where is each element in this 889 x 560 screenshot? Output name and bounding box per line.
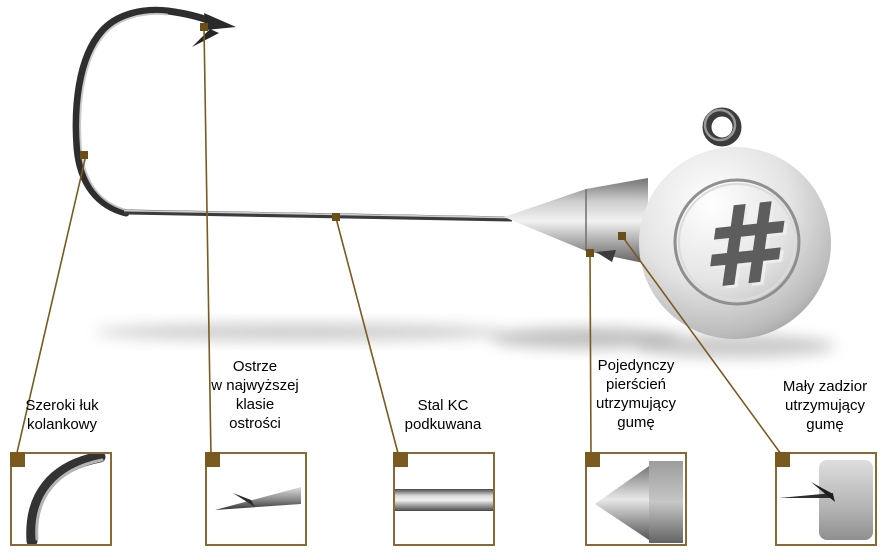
collar-barb — [596, 250, 616, 262]
hook-bend-thumbnail — [26, 454, 106, 544]
callout-label-retaining-ring: Pojedynczy pierścień utrzymujący gumę — [595, 357, 677, 431]
callout-line-ring — [589, 252, 592, 458]
callout-line-barb — [621, 235, 782, 455]
hook-shank — [123, 209, 513, 222]
hook-point-thumbnail — [215, 487, 301, 510]
small-barb-thumbnail — [779, 460, 873, 540]
detail-box-hook-point — [205, 452, 307, 546]
corner-marker — [205, 452, 220, 467]
callout-line-point — [203, 26, 212, 458]
callout-lines — [15, 26, 782, 458]
callout-label-sharp-point: Ostrze w najwyższej klasie ostrości — [211, 358, 299, 432]
corner-marker — [393, 452, 408, 467]
hook-bend-highlight — [79, 12, 168, 212]
detail-box-hook-bend — [10, 452, 112, 546]
detail-box-steel-shank — [393, 452, 495, 546]
callout-anchors — [80, 23, 626, 257]
hook-bend — [72, 6, 218, 217]
detail-box-retaining-ring — [585, 452, 687, 546]
anchor-marker-bend — [80, 151, 88, 159]
callout-label-small-barb: Mały zadzior utrzymujący gumę — [782, 378, 868, 433]
engraved-ring-highlight — [678, 183, 796, 301]
hook-point — [204, 13, 236, 30]
steel-shank-thumbnail — [395, 489, 493, 511]
ground-shadow — [95, 323, 835, 358]
callout-line-bend — [15, 154, 87, 458]
anchor-marker-point — [200, 23, 208, 31]
hook-barb — [192, 29, 219, 47]
anchor-marker-ring — [586, 249, 594, 257]
collar-cone — [504, 178, 648, 264]
callout-label-kc-steel: Stal KC podkuwana — [404, 397, 482, 433]
corner-marker — [775, 452, 790, 467]
anchor-marker-shank — [332, 213, 340, 221]
callout-label-wide-bend: Szeroki łuk kolankowy — [25, 397, 99, 433]
callout-line-shank — [335, 217, 400, 458]
retaining-ring-thumbnail — [595, 461, 683, 543]
engraved-ring — [673, 178, 801, 306]
hook-wire — [72, 6, 513, 222]
anchor-marker-barb — [618, 232, 626, 240]
ball-head: # # — [639, 147, 831, 339]
corner-marker — [10, 452, 25, 467]
eye-ring — [702, 107, 742, 147]
corner-marker — [585, 452, 600, 467]
hook-shank-highlight — [123, 209, 513, 219]
detail-box-small-barb — [775, 452, 877, 546]
